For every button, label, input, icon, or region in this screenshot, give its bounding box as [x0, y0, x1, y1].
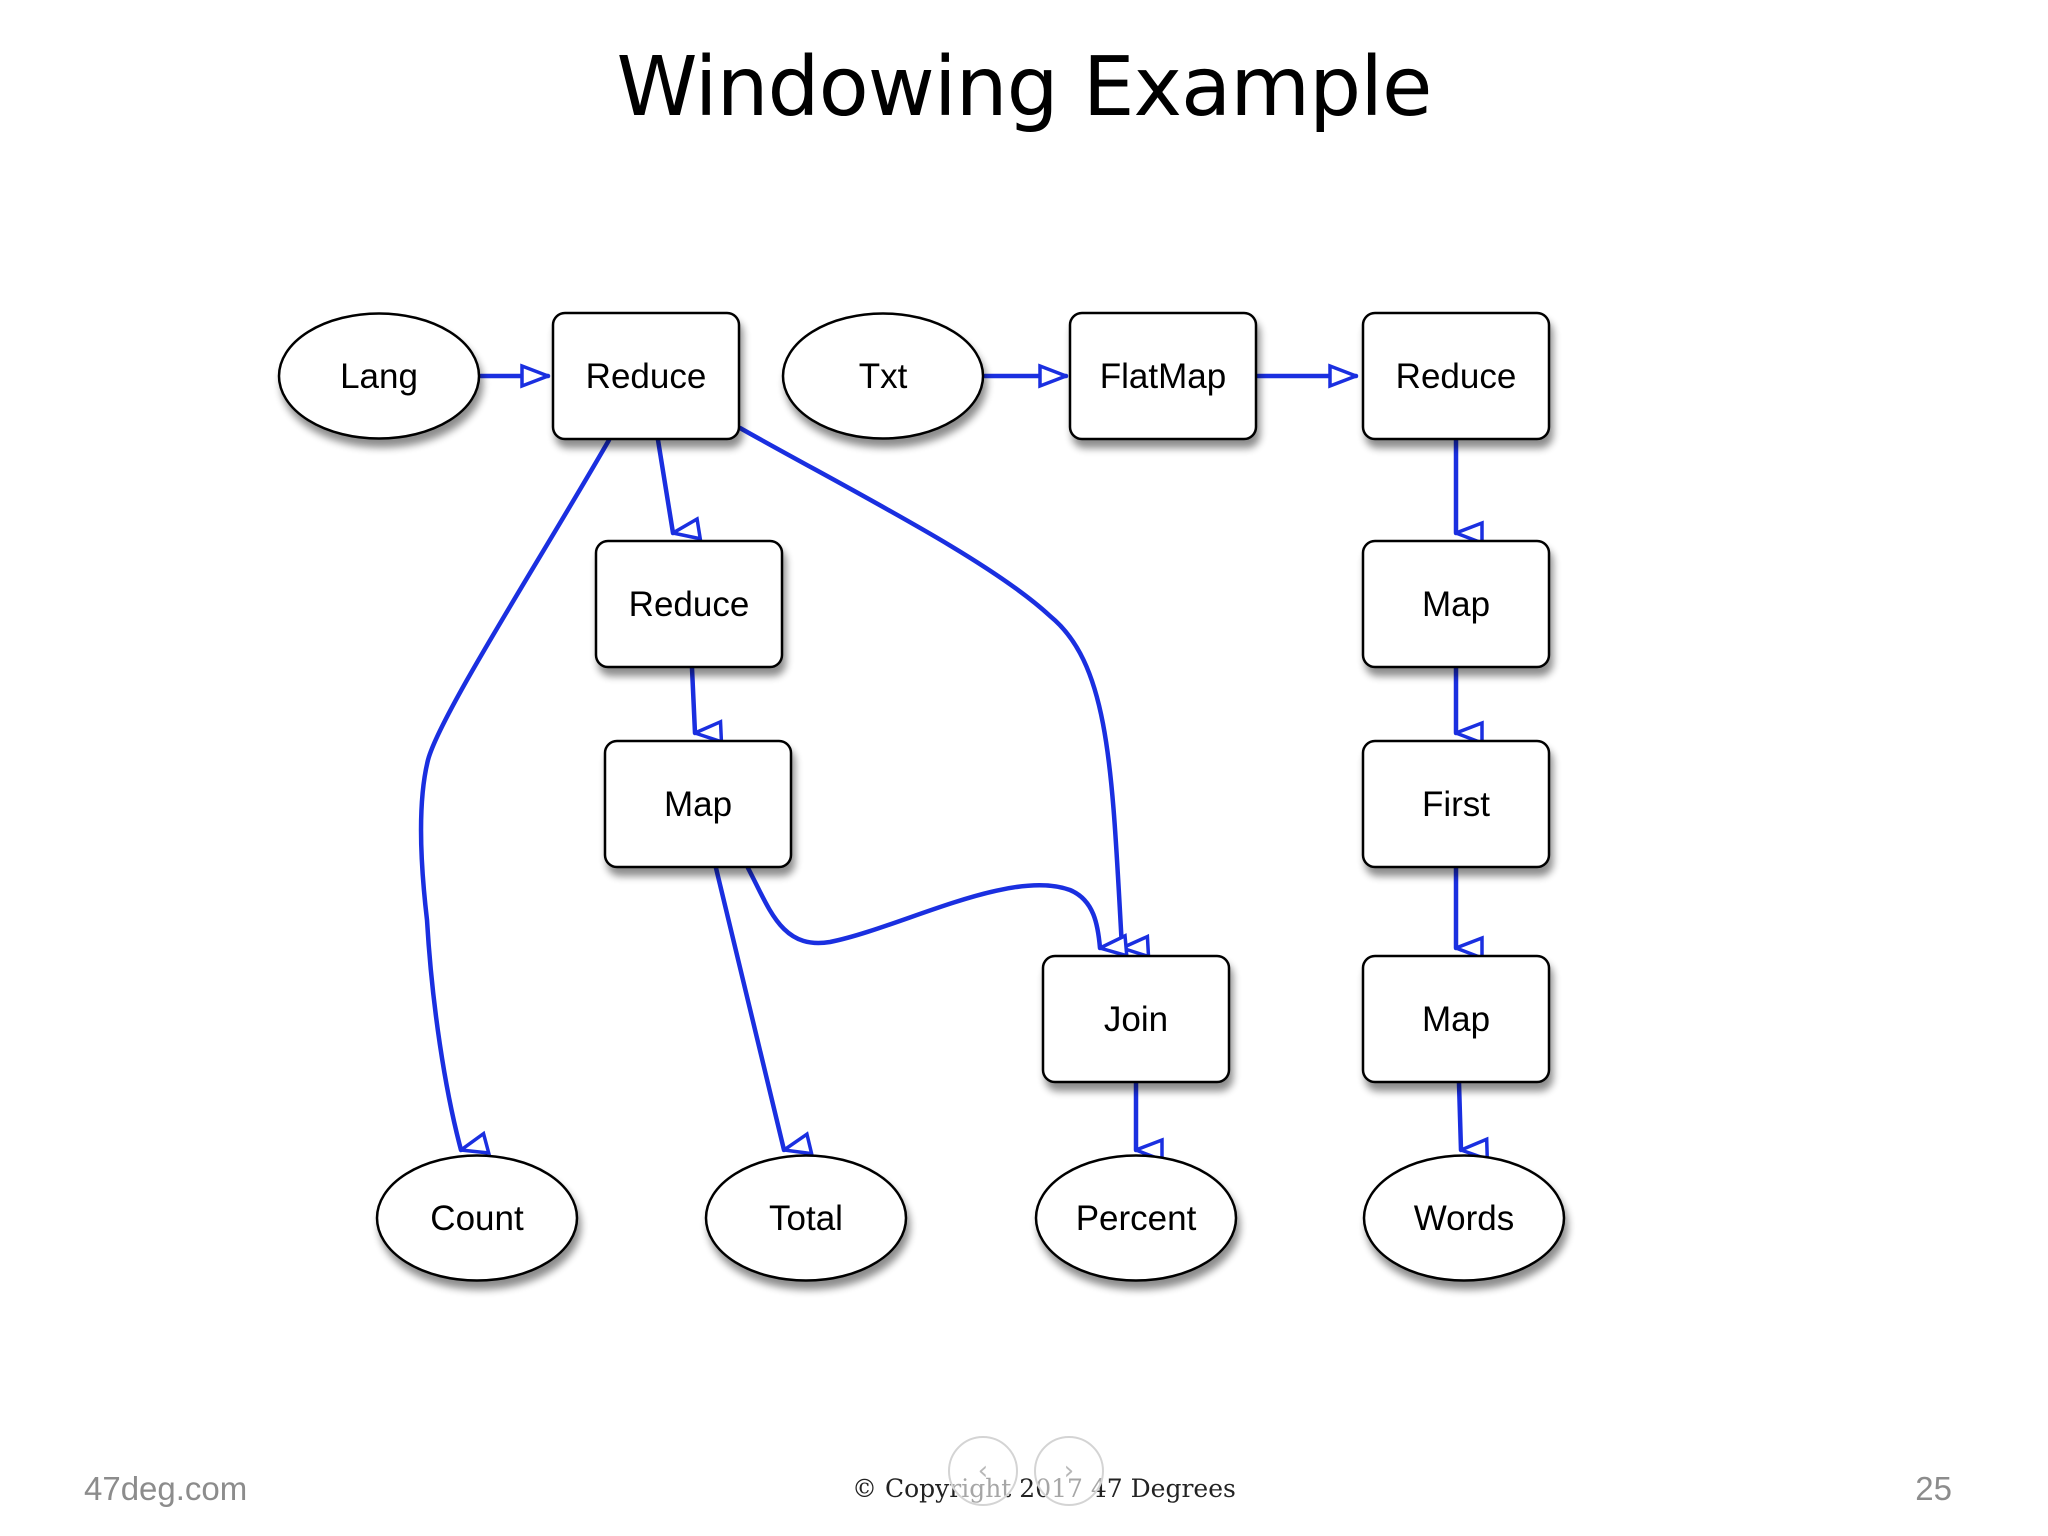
node-first-label: First	[1422, 785, 1490, 824]
node-map1: Map	[603, 739, 793, 869]
node-words: Words	[1362, 1154, 1566, 1282]
node-txt-shape	[781, 312, 985, 440]
node-lang-label: Lang	[340, 357, 418, 396]
footer-website: 47deg.com	[84, 1470, 248, 1507]
node-map1-shape	[603, 739, 793, 869]
node-first: First	[1361, 739, 1551, 869]
node-lang: Lang	[277, 312, 481, 440]
node-reduce1-label: Reduce	[586, 357, 707, 396]
page-number: 25	[1915, 1470, 1952, 1507]
node-count-shape	[375, 1154, 579, 1282]
node-join-label: Join	[1104, 1000, 1168, 1039]
node-map1-label: Map	[664, 785, 732, 824]
edge-map1-to-join	[745, 865, 1100, 948]
node-count-label: Count	[430, 1199, 524, 1238]
node-words-label: Words	[1414, 1199, 1515, 1238]
node-map2-label: Map	[1422, 585, 1490, 624]
node-reduce2: Reduce	[1361, 311, 1551, 441]
node-total: Total	[704, 1154, 908, 1282]
edge-reduce1-to-reduce3	[655, 437, 673, 533]
node-join-shape	[1041, 954, 1231, 1084]
node-flatmap: FlatMap	[1068, 311, 1258, 441]
node-reduce2-shape	[1361, 311, 1551, 441]
node-reduce3-label: Reduce	[629, 585, 750, 624]
node-reduce3: Reduce	[594, 539, 784, 669]
next-slide-button[interactable]: ›	[1034, 1436, 1104, 1506]
node-total-shape	[704, 1154, 908, 1282]
edge-map3-to-words	[1456, 1080, 1461, 1150]
node-reduce1: Reduce	[551, 311, 741, 441]
edge-map1-to-total	[713, 865, 784, 1150]
node-percent-shape	[1034, 1154, 1238, 1282]
edge-reduce1-to-join	[737, 425, 1122, 948]
node-txt-label: Txt	[859, 357, 908, 396]
node-join: Join	[1041, 954, 1231, 1084]
edge-reduce3-to-map1	[689, 665, 695, 733]
node-txt: Txt	[781, 312, 985, 440]
node-reduce3-shape	[594, 539, 784, 669]
edge-reduce1-to-count	[418, 437, 612, 1150]
node-total-label: Total	[769, 1199, 843, 1238]
node-first-shape	[1361, 739, 1551, 869]
node-count: Count	[375, 1154, 579, 1282]
node-map2: Map	[1361, 539, 1551, 669]
copyright-symbol: ©	[852, 1474, 877, 1503]
node-words-shape	[1362, 1154, 1566, 1282]
node-map3: Map	[1361, 954, 1551, 1084]
node-map2-shape	[1361, 539, 1551, 669]
node-map3-shape	[1361, 954, 1551, 1084]
slide-title: Windowing Example	[616, 40, 1433, 135]
chevron-right-icon: ›	[1063, 1456, 1075, 1486]
node-lang-shape	[277, 312, 481, 440]
node-percent: Percent	[1034, 1154, 1238, 1282]
node-flatmap-label: FlatMap	[1100, 357, 1226, 396]
node-map3-label: Map	[1422, 1000, 1490, 1039]
chevron-left-icon: ‹	[977, 1456, 989, 1486]
node-reduce2-label: Reduce	[1396, 357, 1517, 396]
node-percent-label: Percent	[1076, 1199, 1197, 1238]
node-flatmap-shape	[1068, 311, 1258, 441]
prev-slide-button[interactable]: ‹	[948, 1436, 1018, 1506]
node-reduce1-shape	[551, 311, 741, 441]
